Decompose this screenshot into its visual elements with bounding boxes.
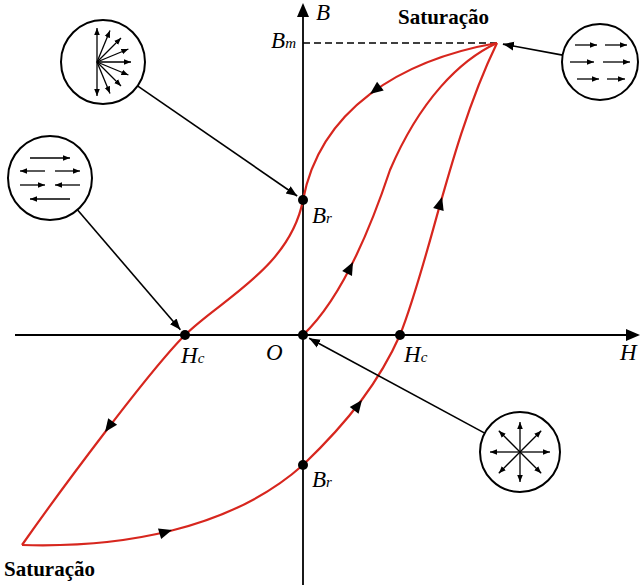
domain-arrow (520, 451, 550, 452)
domain-arrow (97, 62, 110, 93)
curve-arrowhead (367, 82, 384, 99)
max-induction-dash (303, 42, 497, 44)
saturation-label: Saturação (4, 558, 95, 581)
domain-arrow (97, 38, 121, 62)
domain-arrow (607, 78, 625, 79)
leader-arrow (138, 86, 298, 196)
b-axis (302, 14, 304, 585)
domain-arrow (603, 61, 630, 62)
domain-arrow (520, 452, 541, 473)
domain-arrow (30, 198, 70, 199)
inset-circle (562, 24, 638, 100)
domain-arrow (605, 44, 627, 45)
domain-inset (480, 412, 560, 492)
domain-arrow (575, 44, 597, 45)
domain-arrow (20, 184, 45, 185)
domain-arrow (97, 62, 121, 86)
remanence-label: Br (312, 203, 332, 228)
ascending-branch (22, 43, 497, 545)
domain-inset (562, 24, 638, 100)
coercivity-point (395, 330, 405, 340)
coercivity-point (180, 330, 190, 340)
domain-inset (61, 20, 145, 104)
axis-label: B (316, 0, 330, 25)
domain-arrow (490, 451, 520, 452)
origin-point (298, 330, 308, 340)
remanence-point (298, 195, 308, 205)
axis-label: H (620, 340, 637, 365)
h-axis (15, 334, 628, 336)
domain-arrow (519, 452, 520, 482)
coercivity-label: Hc (181, 343, 204, 368)
coercivity-label: Hc (404, 342, 427, 367)
domain-inset (8, 136, 92, 220)
domain-arrow (520, 431, 541, 452)
domain-arrow (570, 61, 594, 62)
leader-arrow (503, 44, 563, 55)
domain-arrow (577, 78, 599, 79)
remanence-point (298, 460, 308, 470)
inset-circle (61, 20, 145, 104)
curve-arrowhead (350, 397, 367, 414)
curve-arrowhead (342, 260, 358, 277)
domain-arrow (499, 452, 520, 473)
origin-label: O (266, 340, 283, 365)
curve-arrowhead (101, 418, 118, 435)
domain-arrow (499, 431, 520, 452)
domain-arrow (519, 422, 520, 452)
axis-arrowhead (297, 3, 309, 17)
domain-arrow (96, 28, 97, 62)
domain-arrow (20, 170, 45, 171)
domain-arrow (97, 49, 128, 62)
inset-circle (480, 412, 560, 492)
domain-arrow (55, 170, 80, 171)
axis-arrowhead (626, 329, 640, 341)
domain-arrow (30, 157, 70, 158)
domain-arrow (97, 61, 131, 62)
leader-arrow (309, 338, 485, 433)
inset-circle (8, 136, 92, 220)
saturation-label: Saturação (398, 6, 489, 29)
curve-arrowhead (433, 195, 447, 211)
max-induction-label: Bm (271, 28, 296, 53)
leader-arrow (77, 210, 180, 330)
curve-arrowhead (158, 525, 174, 539)
domain-arrow (55, 184, 80, 185)
domain-arrow (96, 62, 97, 96)
remanence-label: Br (312, 467, 332, 492)
descending-branch (22, 43, 497, 545)
initial-magnetization-curve (303, 43, 497, 335)
